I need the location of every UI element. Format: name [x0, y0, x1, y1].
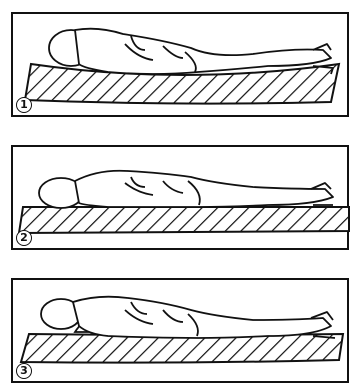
- panel-number-3: 3: [16, 363, 32, 379]
- panel-number-2: 2: [16, 230, 32, 246]
- position-panel-2: 2: [11, 145, 349, 250]
- mattress-2: [19, 207, 349, 233]
- panel-number-1: 1: [16, 97, 32, 113]
- position-panel-3: 3: [11, 278, 349, 383]
- illustration-3: [13, 280, 351, 385]
- body-figure-1: [49, 29, 333, 74]
- position-panel-1: 1: [11, 12, 349, 117]
- illustration-1: [13, 14, 351, 119]
- body-figure-2: [39, 171, 333, 208]
- illustration-2: [13, 147, 351, 252]
